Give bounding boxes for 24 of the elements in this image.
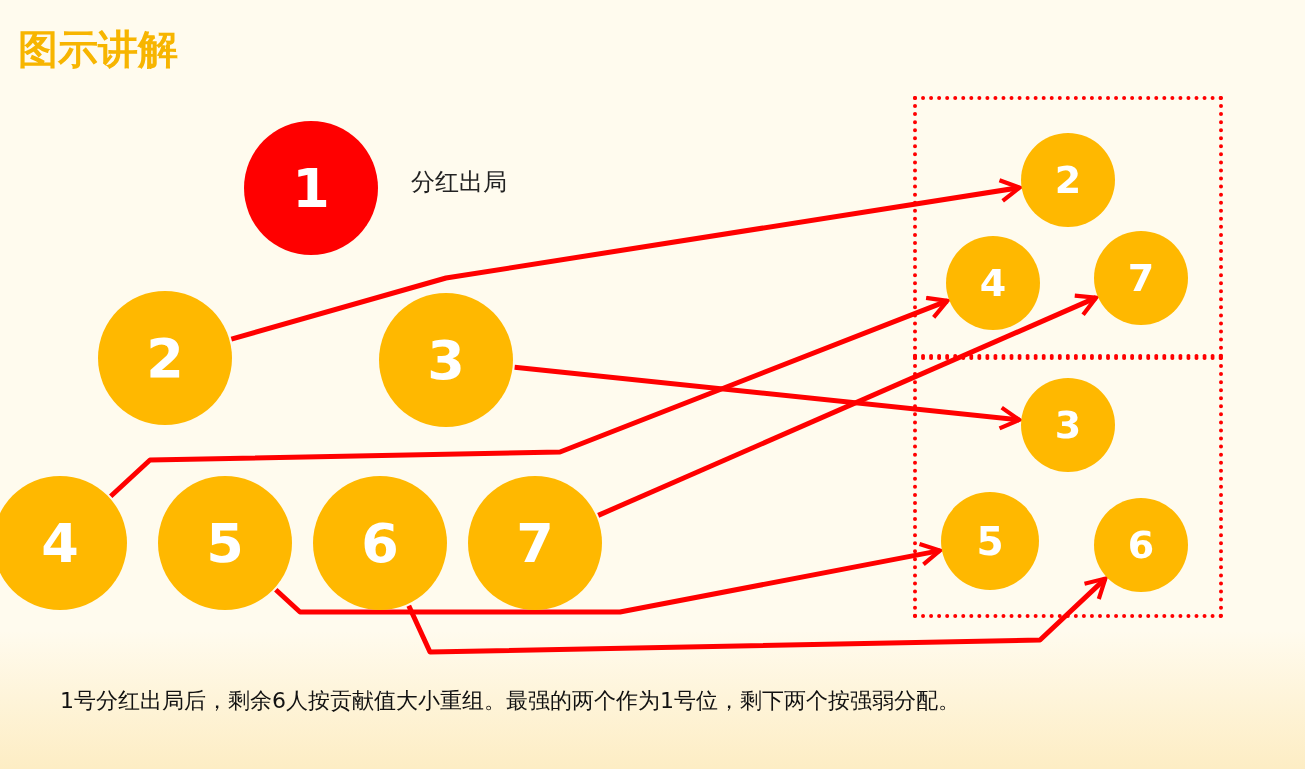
number-circle: 6	[1094, 498, 1188, 592]
number-circle: 3	[379, 293, 513, 427]
arrow	[109, 295, 950, 499]
dotted-group-frame	[913, 356, 1223, 618]
arrow	[274, 541, 942, 615]
arrow	[597, 293, 1099, 518]
number-circle: 1	[244, 121, 378, 255]
number-circle: 5	[158, 476, 292, 610]
number-circle: 2	[1021, 133, 1115, 227]
arrow	[514, 364, 1022, 431]
caption: 1号分红出局后，剩余6人按贡献值大小重组。最强的两个作为1号位，剩下两个按强弱分配。	[60, 687, 960, 715]
number-circle: 7	[468, 476, 602, 610]
dotted-group-frame	[913, 96, 1223, 358]
number-circle: 6	[313, 476, 447, 610]
arrow	[230, 178, 1022, 342]
arrow	[406, 576, 1108, 655]
number-circle: 5	[941, 492, 1039, 590]
beside-text: 分红出局	[411, 167, 507, 198]
number-circle: 2	[98, 291, 232, 425]
number-circle: 4	[0, 476, 127, 610]
number-circle: 4	[946, 236, 1040, 330]
number-circle: 7	[1094, 231, 1188, 325]
title: 图示讲解	[18, 25, 178, 74]
number-circle: 3	[1021, 378, 1115, 472]
